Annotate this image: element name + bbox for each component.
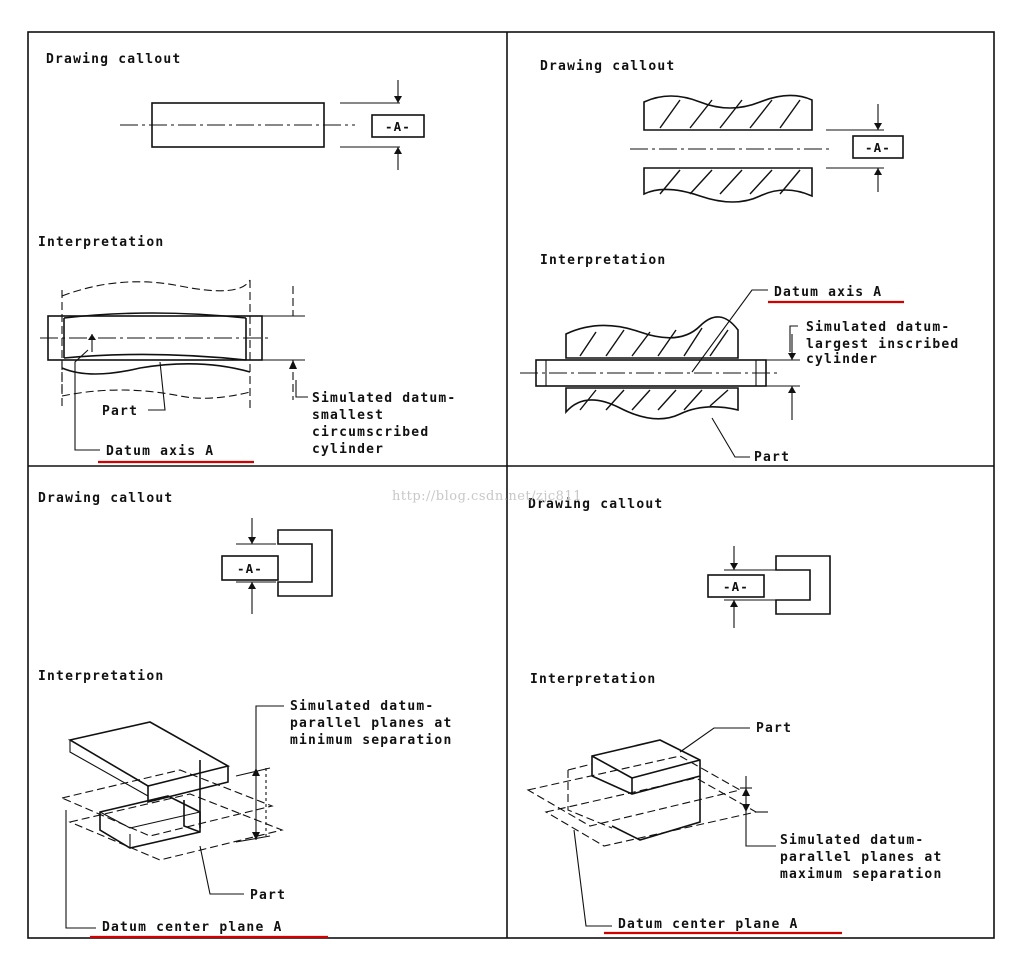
bl-datum-label: -A- — [237, 561, 263, 576]
tr-datum-feature-symbol — [852, 135, 904, 159]
tl-sim-line3: circumscribed — [312, 425, 429, 440]
br-interp-drawing — [526, 727, 776, 927]
br-datum-feature-symbol — [707, 574, 765, 598]
tr-part-label: Part — [754, 450, 790, 465]
tr-datum-caption: Datum axis A — [774, 285, 882, 300]
panel-frame — [27, 31, 995, 939]
tl-callout-title: Drawing callout — [46, 52, 181, 67]
bl-datum-feature-symbol — [221, 555, 279, 581]
bl-sim-line2: parallel planes at — [290, 716, 452, 731]
tr-callout-drawing: -A- — [630, 94, 904, 203]
tl-datum-caption: Datum axis A — [106, 444, 214, 459]
tl-sim-line2: smallest — [312, 408, 384, 423]
panel-bottom-left: Drawing callout -A- Interpretation — [38, 491, 452, 939]
tl-datum-feature-symbol — [371, 114, 425, 138]
tl-interp-drawing — [40, 279, 308, 451]
tr-datum-label: -A- — [865, 140, 891, 155]
tr-sim-line2: largest inscribed — [806, 337, 959, 352]
panel-top-right: Drawing callout — [520, 59, 959, 465]
br-callout-title: Drawing callout — [528, 497, 663, 512]
tr-interp-drawing — [520, 289, 800, 458]
panel-top-left: Drawing callout -A- Interpretation — [38, 52, 456, 464]
bl-interp-drawing — [60, 705, 284, 929]
tr-sim-line3: cylinder — [806, 352, 878, 367]
bl-callout-title: Drawing callout — [38, 491, 173, 506]
br-datum-caption: Datum center plane A — [618, 917, 799, 932]
watermark-text: http://blog.csdn.net/zjc811 — [392, 489, 582, 504]
tr-sim-line1: Simulated datum- — [806, 320, 950, 335]
br-part-label: Part — [756, 721, 792, 736]
tr-callout-title: Drawing callout — [540, 59, 675, 74]
bl-sim-line3: minimum separation — [290, 733, 452, 748]
tl-sim-line4: cylinder — [312, 442, 384, 457]
br-callout-drawing: -A- — [707, 546, 831, 628]
tl-callout-drawing: -A- — [120, 80, 425, 170]
tr-interp-title: Interpretation — [540, 253, 666, 268]
tl-interp-title: Interpretation — [38, 235, 164, 250]
br-interp-title: Interpretation — [530, 672, 656, 687]
tl-sim-line1: Simulated datum- — [312, 391, 456, 406]
tl-datum-label: -A- — [385, 119, 411, 134]
br-sim-line3: maximum separation — [780, 867, 942, 882]
bl-interp-title: Interpretation — [38, 669, 164, 684]
br-sim-line2: parallel planes at — [780, 850, 942, 865]
bl-datum-caption: Datum center plane A — [102, 920, 283, 935]
tl-part-label: Part — [102, 404, 138, 419]
br-datum-label: -A- — [723, 579, 749, 594]
bl-sim-line1: Simulated datum- — [290, 699, 434, 714]
br-sim-line1: Simulated datum- — [780, 833, 924, 848]
bl-callout-drawing: -A- — [221, 518, 333, 614]
bl-part-label: Part — [250, 888, 286, 903]
panel-bottom-right: Drawing callout -A- Interpretation — [526, 497, 942, 935]
